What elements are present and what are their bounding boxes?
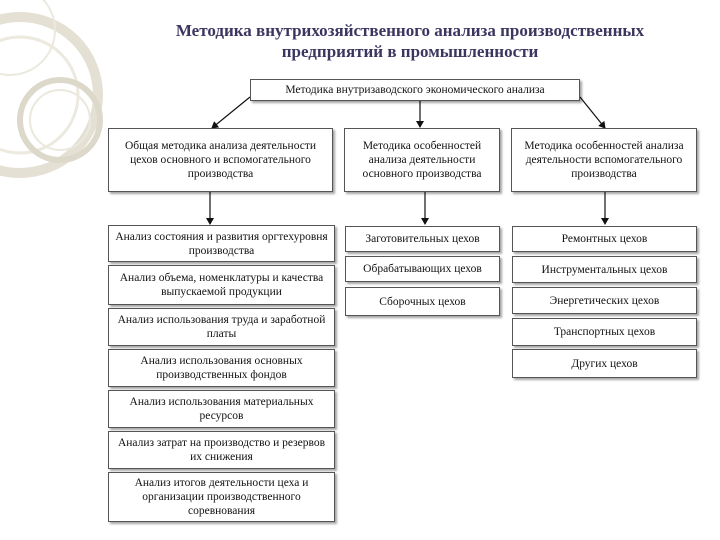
category-box-general: Общая методика анализа деятельности цехо…: [108, 128, 333, 192]
analysis-box: Анализ итогов деятельности цеха и органи…: [108, 472, 335, 522]
workshop-box: Сборочных цехов: [345, 287, 500, 316]
analysis-box: Анализ состояния и развития оргтехуровня…: [108, 225, 335, 262]
workshop-label: Других цехов: [571, 357, 638, 370]
analysis-box: Анализ объема, номенклатуры и качества в…: [108, 265, 335, 305]
category-box-auxiliary: Методика особенностей анализа деятельнос…: [511, 128, 697, 192]
analysis-label: Анализ итогов деятельности цеха и органи…: [134, 477, 309, 517]
workshop-box: Энергетических цехов: [512, 287, 697, 314]
workshop-label: Энергетических цехов: [549, 294, 660, 307]
category-label: Методика особенностей анализа деятельнос…: [362, 140, 482, 180]
category-label: Методика особенностей анализа деятельнос…: [524, 140, 684, 180]
workshop-label: Ремонтных цехов: [561, 233, 648, 245]
analysis-label: Анализ состояния и развития оргтехуровня…: [115, 230, 328, 257]
analysis-label: Анализ использования труда и заработной …: [117, 314, 326, 340]
workshop-label: Транспортных цехов: [553, 326, 656, 338]
workshop-label: Сборочных цехов: [379, 295, 466, 308]
workshop-box: Заготовительных цехов: [345, 226, 500, 252]
workshop-label: Обрабатывающих цехов: [363, 263, 482, 275]
root-label: Методика внутризаводского экономического…: [285, 84, 545, 96]
workshop-box: Транспортных цехов: [512, 318, 697, 346]
page-title: Методика внутрихозяйственного анализа пр…: [120, 20, 700, 62]
title-line-2: предприятий в промышленности: [281, 42, 539, 61]
analysis-box: Анализ использования основных производст…: [108, 349, 335, 387]
category-box-main: Методика особенностей анализа деятельнос…: [344, 128, 500, 192]
analysis-box: Анализ использования труда и заработной …: [108, 308, 335, 346]
analysis-label: Анализ затрат на производство и резервов…: [117, 437, 326, 463]
analysis-label: Анализ объема, номенклатуры и качества в…: [119, 272, 324, 298]
workshop-label: Инструментальных цехов: [541, 263, 668, 276]
title-line-1: Методика внутрихозяйственного анализа пр…: [175, 21, 645, 40]
root-box: Методика внутризаводского экономического…: [250, 79, 580, 101]
category-label: Общая методика анализа деятельности цехо…: [124, 140, 317, 180]
workshop-box: Других цехов: [512, 349, 697, 378]
workshop-box: Ремонтных цехов: [512, 226, 697, 252]
analysis-label: Анализ использования основных производст…: [140, 355, 303, 381]
analysis-label: Анализ использования материальных ресурс…: [129, 396, 314, 422]
workshop-label: Заготовительных цехов: [365, 233, 480, 245]
workshop-box: Инструментальных цехов: [512, 256, 697, 283]
analysis-box: Анализ использования материальных ресурс…: [108, 390, 335, 428]
workshop-box: Обрабатывающих цехов: [345, 256, 500, 282]
analysis-box: Анализ затрат на производство и резервов…: [108, 431, 335, 469]
